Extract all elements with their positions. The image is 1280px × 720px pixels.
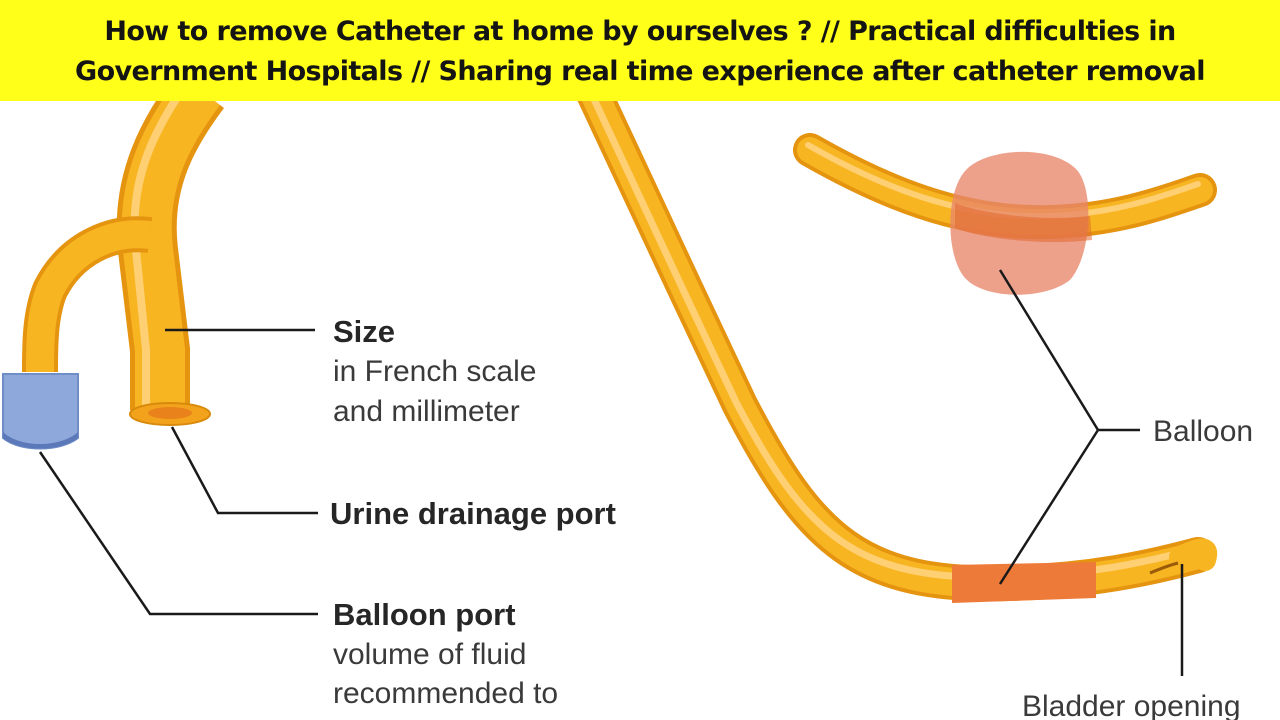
leader-lines bbox=[40, 270, 1182, 676]
balloon-port-leader-line bbox=[40, 452, 318, 614]
title-line-1: How to remove Catheter at home by oursel… bbox=[104, 12, 1175, 52]
balloon-port-desc-line-1: volume of fluid bbox=[333, 638, 526, 672]
size-desc-line-1: in French scale bbox=[333, 355, 536, 389]
urine-port-leader-line bbox=[172, 427, 318, 513]
size-desc-line-2: and millimeter bbox=[333, 395, 520, 429]
balloon-band bbox=[952, 562, 1096, 603]
urine-drainage-port-label: Urine drainage port bbox=[330, 496, 616, 532]
balloon-leader-line bbox=[1000, 270, 1140, 584]
size-label: Size bbox=[333, 314, 395, 350]
title-banner: How to remove Catheter at home by oursel… bbox=[0, 0, 1280, 101]
balloon-port-desc-line-2: recommended to bbox=[333, 677, 558, 711]
catheter-ports bbox=[3, 90, 210, 449]
balloon-label: Balloon bbox=[1153, 415, 1253, 449]
bladder-opening-label: Bladder opening bbox=[1022, 690, 1241, 720]
title-line-2: Government Hospitals // Sharing real tim… bbox=[75, 52, 1205, 92]
inflated-balloon-detail bbox=[808, 145, 1200, 295]
balloon-port-label: Balloon port bbox=[333, 597, 516, 633]
catheter-tube bbox=[586, 82, 1198, 583]
